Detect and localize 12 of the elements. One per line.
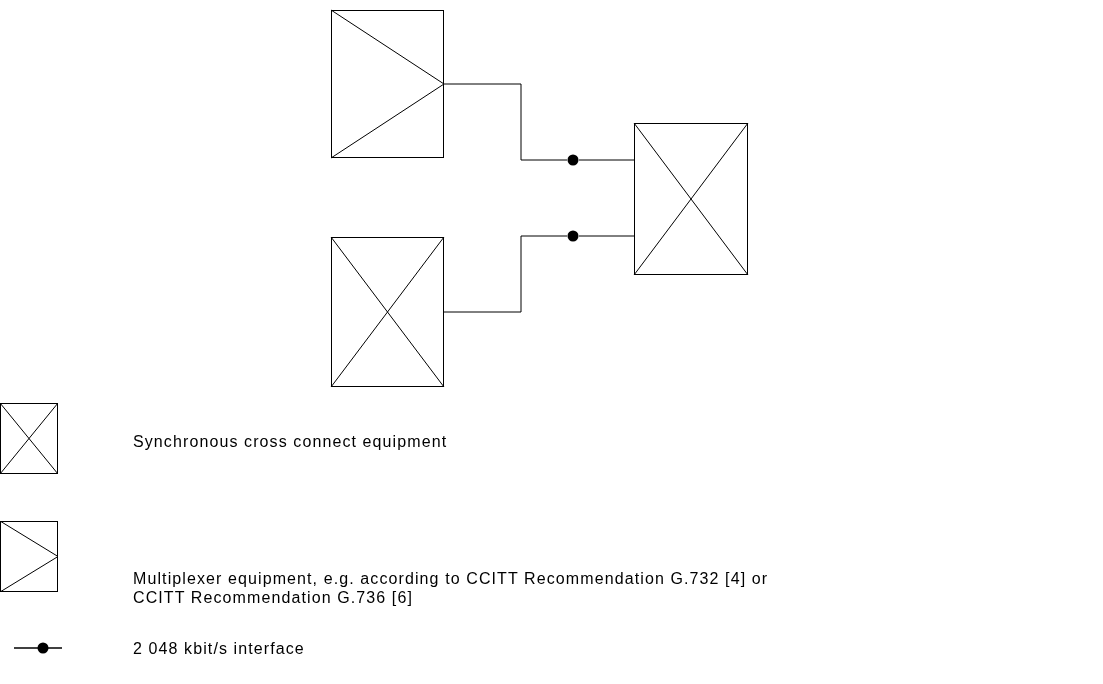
interface-dot [567,154,579,166]
cross-connect-box [331,237,444,387]
legend-text: 2 048 kbit/s interface [133,639,306,658]
legend-text: Multiplexer equipment, e.g. according to CCITT Recommendation G.732 [4] or CCITT Recommendation G.736 [6] [133,569,770,607]
connector-line [578,235,635,237]
connector-line [443,235,568,313]
multiplexer-box [331,10,444,158]
connector-line [443,83,568,161]
interface-dot [567,230,579,242]
connector-line [578,159,635,161]
legend-text: Synchronous cross connect equipment [133,432,449,451]
cross-connect-box [634,123,748,275]
